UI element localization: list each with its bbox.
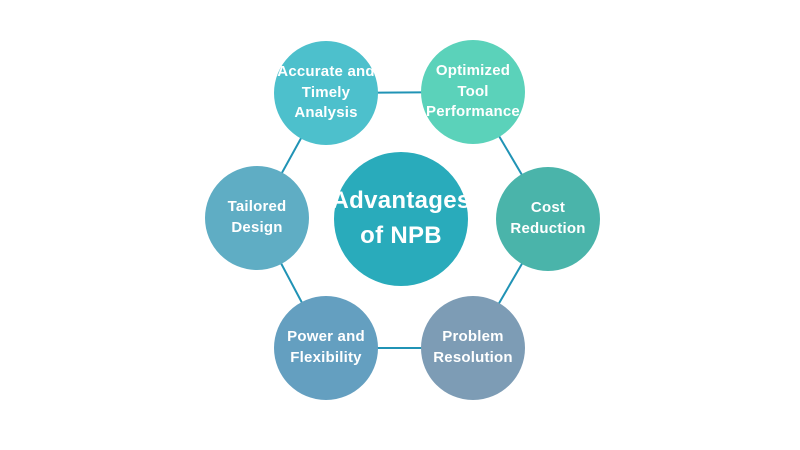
center-node-label: Advantages of NPB: [331, 187, 471, 249]
node-cost-reduction: Cost Reduction: [496, 167, 600, 271]
node-label-problem-resolution: Problem Resolution: [433, 328, 513, 366]
node-label-optimized-tool-performance: Optimized Tool Performance: [426, 61, 520, 121]
node-label-accurate-timely-analysis: Accurate and Timely Analysis: [277, 62, 375, 122]
node-label-cost-reduction: Cost Reduction: [510, 199, 586, 237]
node-accurate-timely-analysis: Accurate and Timely Analysis: [274, 41, 378, 145]
node-label-tailored-design: Tailored Design: [227, 198, 287, 236]
node-tailored-design: Tailored Design: [205, 166, 309, 270]
node-problem-resolution: Problem Resolution: [421, 296, 525, 400]
center-node-advantages-of-npb: Advantages of NPB: [331, 152, 471, 286]
node-label-power-and-flexibility: Power and Flexibility: [287, 328, 365, 366]
node-optimized-tool-performance: Optimized Tool Performance: [421, 40, 525, 144]
node-power-and-flexibility: Power and Flexibility: [274, 296, 378, 400]
